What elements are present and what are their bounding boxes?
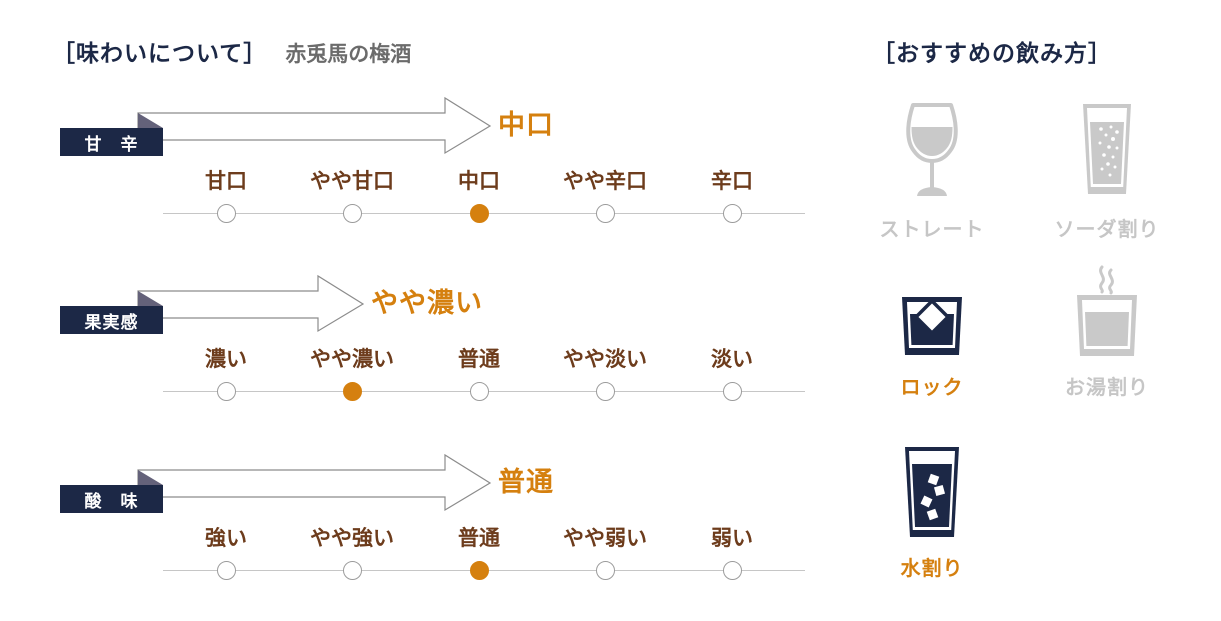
level-arrow xyxy=(137,453,492,512)
result-value: 中口 xyxy=(498,110,554,141)
scale-option-dot xyxy=(217,561,236,580)
water-glass-icon xyxy=(905,447,959,537)
wine-glass-icon xyxy=(906,103,958,196)
serving-style-hot-water: お湯割り xyxy=(1027,264,1187,399)
tab-fold xyxy=(138,291,163,306)
serving-style-label: ソーダ割り xyxy=(1054,217,1160,241)
level-arrow xyxy=(137,274,365,333)
scale-option-label: やや弱い xyxy=(563,526,647,550)
fruitiness-scale-row: 果実感 やや濃い 濃い やや濃い 普通 やや淡い 淡い xyxy=(0,274,830,406)
scale-option-dot xyxy=(470,204,489,223)
level-arrow xyxy=(137,96,492,155)
scale-option-label: 中口 xyxy=(458,169,500,193)
scale-option-dot xyxy=(343,561,362,580)
scale-option-dot xyxy=(596,382,615,401)
product-name: 赤兎馬の梅酒 xyxy=(285,42,412,66)
serving-style-label: ロック xyxy=(900,375,964,399)
scale-option-label: 強い xyxy=(205,526,247,550)
scale-option-label: やや濃い xyxy=(310,347,394,371)
serving-style-soda: ソーダ割り xyxy=(1027,103,1187,241)
serving-style-label: 水割り xyxy=(900,556,964,580)
scale-option-label: やや甘口 xyxy=(310,169,394,193)
axis-label-tab: 果実感 xyxy=(60,306,163,334)
section-title: ［おすすめの飲み方］ xyxy=(872,41,1112,67)
scale-option-dot xyxy=(723,561,742,580)
result-value: やや濃い xyxy=(371,288,483,319)
scale-option-dot xyxy=(596,204,615,223)
acidity-scale-row: 酸 味 普通 強い やや強い 普通 やや弱い 弱い xyxy=(0,453,830,585)
tab-fold xyxy=(138,113,163,128)
hot-water-glass-icon xyxy=(1077,265,1137,356)
scale-option-label: 普通 xyxy=(458,526,500,550)
rocks-glass-icon xyxy=(902,297,962,355)
soda-glass-icon xyxy=(1083,104,1131,194)
scale-option-label: やや淡い xyxy=(563,347,647,371)
scale-option-dot xyxy=(596,561,615,580)
scale-option-dot xyxy=(723,204,742,223)
section-title: ［味わいについて］ xyxy=(52,41,268,67)
scale-option-dot xyxy=(470,561,489,580)
axis-label-tab: 甘 辛 xyxy=(60,128,163,156)
scale-option-label: 濃い xyxy=(205,347,247,371)
serving-style-straight: ストレート xyxy=(852,103,1012,241)
scale-option-dot xyxy=(217,382,236,401)
tab-fold xyxy=(138,470,163,485)
serving-style-rocks: ロック xyxy=(852,296,1012,399)
scale-option-dot xyxy=(343,382,362,401)
scale-option-dot xyxy=(343,204,362,223)
serving-style-water: 水割り xyxy=(852,446,1012,580)
scale-option-label: 甘口 xyxy=(205,169,247,193)
serving-heading: ［おすすめの飲み方］ xyxy=(872,38,1112,70)
taste-heading: ［味わいについて］ 赤兎馬の梅酒 xyxy=(52,38,411,70)
axis-label: 果実感 xyxy=(84,312,139,333)
serving-style-label: ストレート xyxy=(879,217,985,241)
scale-option-label: 弱い xyxy=(711,526,753,550)
scale-option-dot xyxy=(470,382,489,401)
scale-option-label: やや辛口 xyxy=(563,169,647,193)
scale-option-label: 淡い xyxy=(711,347,753,371)
scale-option-dot xyxy=(723,382,742,401)
taste-scale-row: 甘 辛 中口 甘口 やや甘口 中口 やや辛口 辛口 xyxy=(0,96,830,228)
scale-option-label: 普通 xyxy=(458,347,500,371)
serving-style-label: お湯割り xyxy=(1065,375,1149,399)
result-value: 普通 xyxy=(498,467,554,498)
axis-label: 甘 辛 xyxy=(84,134,139,155)
scale-option-label: やや強い xyxy=(310,526,394,550)
axis-label-tab: 酸 味 xyxy=(60,485,163,513)
scale-option-dot xyxy=(217,204,236,223)
scale-option-label: 辛口 xyxy=(711,169,753,193)
axis-label: 酸 味 xyxy=(84,491,139,512)
